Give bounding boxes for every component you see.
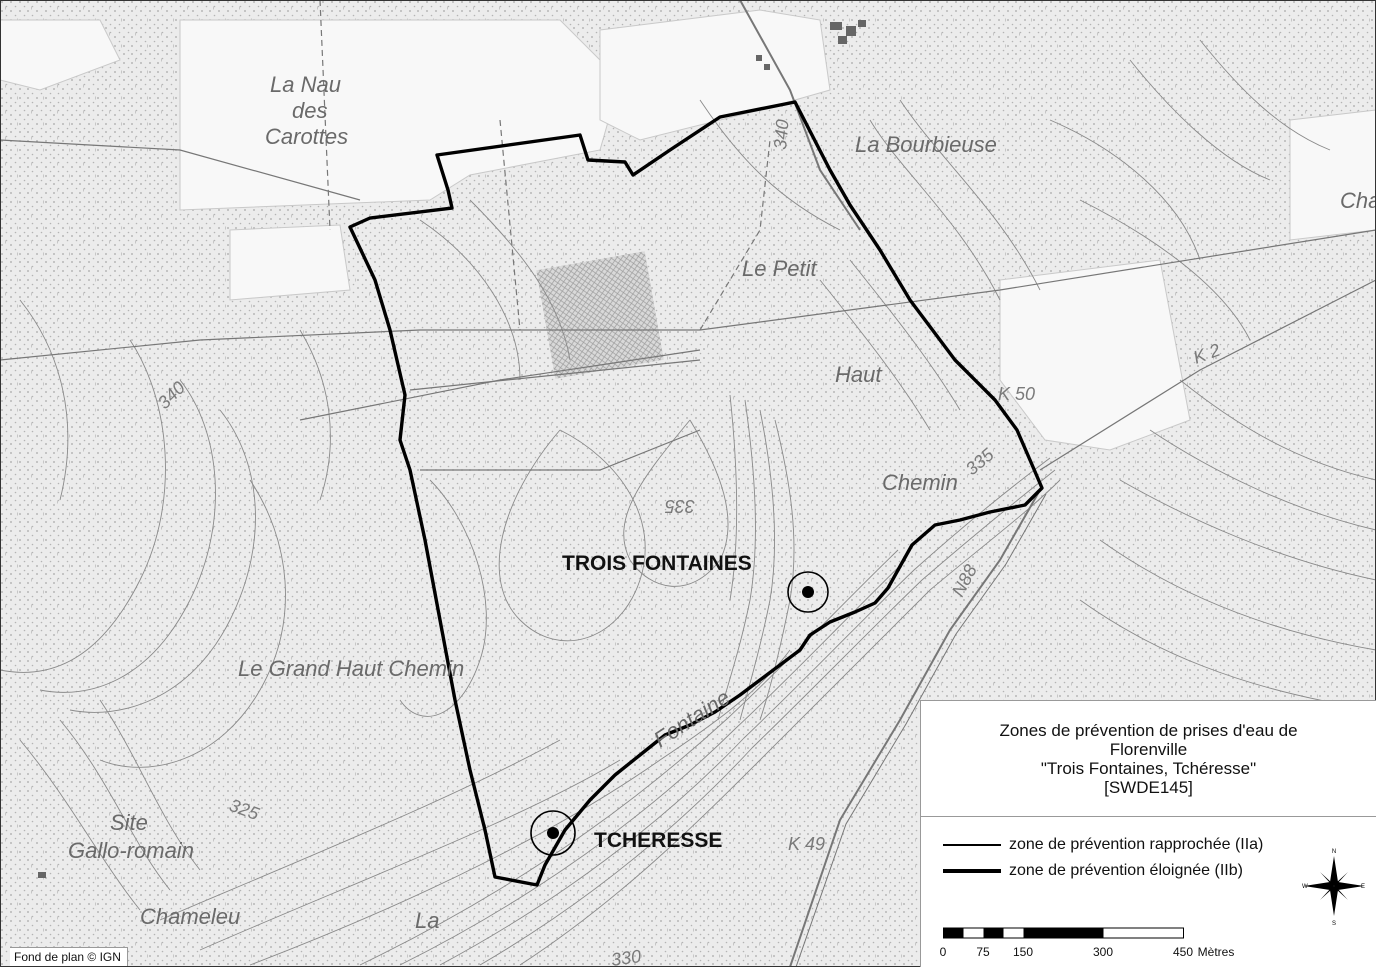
- place-la: La: [415, 908, 439, 933]
- buildings: [38, 20, 866, 878]
- place-site: Site: [110, 810, 148, 835]
- compass-w: W: [1302, 884, 1308, 890]
- label-tcheresse: TCHERESSE: [594, 829, 722, 852]
- label-trois-fontaines: TROIS FONTAINES: [562, 552, 752, 575]
- north-arrow-icon: N S W E: [1302, 849, 1365, 926]
- place-carottes: Carottes: [265, 124, 348, 149]
- contour-label-340-top: 340: [770, 119, 793, 151]
- compass-e: E: [1361, 884, 1365, 890]
- contour-label-335-center: 335: [664, 496, 695, 516]
- scale-tick-0: 0: [939, 945, 947, 959]
- well-trois-fontaines[interactable]: [787, 571, 829, 613]
- place-la-nau: La Nau: [270, 72, 341, 97]
- legend-item-iib-label: zone de prévention éloignée (IIb): [1009, 862, 1243, 879]
- well-tcheresse[interactable]: [530, 810, 576, 856]
- hatched-area: [536, 251, 664, 379]
- scale-unit: Mètres: [1197, 945, 1235, 959]
- place-cha: Cha: [1340, 188, 1376, 213]
- prevention-zone-iia-trois-fontaines: [787, 571, 829, 613]
- scale-bar: [943, 927, 1184, 939]
- place-haut: Haut: [835, 362, 882, 387]
- scale-tick-75: 75: [976, 945, 990, 959]
- place-gallo-romain: Gallo-romain: [68, 838, 194, 863]
- prevention-zone-iib-boundary[interactable]: [348, 100, 1044, 887]
- legend-item-iia-label: zone de prévention rapprochée (IIa): [1009, 836, 1264, 853]
- legend-title-line-1: Zones de prévention de prises d'eau de: [999, 720, 1298, 740]
- place-la-bourbieuse: La Bourbieuse: [855, 132, 997, 157]
- road-label-k49: K 49: [788, 834, 825, 854]
- road-label-k50: K 50: [998, 384, 1035, 404]
- legend-title-line-2: Florenville: [1109, 739, 1188, 759]
- legend-panel: Zones de prévention de prises d'eau de F…: [920, 700, 1376, 967]
- scale-tick-150: 150: [1012, 945, 1034, 959]
- prevention-zone-iia-tcheresse: [530, 810, 576, 856]
- compass-s: S: [1332, 921, 1336, 926]
- contour-label-330: 330: [610, 946, 643, 967]
- place-des: des: [292, 98, 327, 123]
- legend-thin-line-icon: [943, 844, 1001, 846]
- contour-lines: [0, 39, 1376, 966]
- legend-title-line-3: "Trois Fontaines, Tchéresse": [1040, 758, 1257, 778]
- place-chemin: Chemin: [882, 470, 958, 495]
- basemap-credit: Fond de plan © IGN: [10, 947, 128, 966]
- well-point-icon: [802, 586, 814, 598]
- legend-title-line-4: [SWDE145]: [1104, 777, 1193, 797]
- legend-item-iib: zone de prévention éloignée (IIb): [943, 862, 1243, 880]
- place-le-petit: Le Petit: [742, 256, 817, 281]
- fields: [0, 9, 1376, 451]
- compass-n: N: [1332, 849, 1336, 855]
- well-point-icon: [547, 827, 559, 839]
- scale-tick-300: 300: [1092, 945, 1114, 959]
- legend-title: Zones de prévention de prises d'eau de F…: [921, 701, 1376, 817]
- place-chameleu: Chameleu: [140, 904, 240, 929]
- legend-item-iia: zone de prévention rapprochée (IIa): [943, 836, 1263, 854]
- place-le-grand-haut-chemin: Le Grand Haut Chemin: [238, 656, 464, 681]
- scale-tick-450: 450: [1172, 945, 1194, 959]
- legend-thick-line-icon: [943, 869, 1001, 873]
